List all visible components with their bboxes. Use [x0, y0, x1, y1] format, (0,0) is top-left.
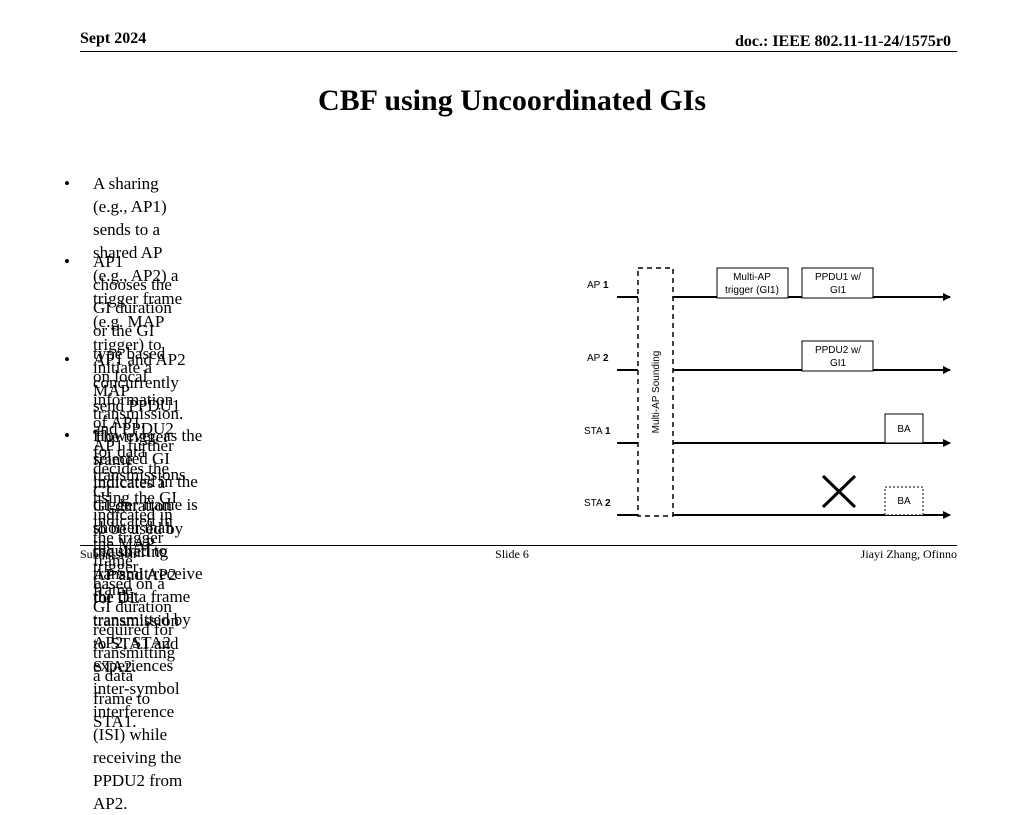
- bullet-line: AP1 chooses the GI duration or the GI ty…: [93, 252, 172, 386]
- bullet-3: • AP1 and AP2 concurrently send PPDU1 an…: [64, 348, 186, 601]
- slide-title: CBF using Uncoordinated GIs: [317, 84, 707, 117]
- bullet-line: transmitted by AP2, STA2 experiences int…: [93, 610, 191, 698]
- bullet-line: AP1 and AP2 concurrently send PPDU1 and …: [93, 350, 186, 461]
- header-date: Sept 2024: [80, 30, 147, 47]
- footer-divider: [80, 545, 957, 546]
- footer-slide-number: Slide 6: [495, 547, 529, 561]
- bullet-line: information of AP1. AP1 further decides …: [93, 390, 174, 524]
- ppdu1-label-1: PPDU1 w/: [815, 272, 861, 283]
- bullet-line: A sharing (e.g., AP1) sends to a shared …: [93, 174, 183, 400]
- trigger-frame-label-1: Multi-AP: [733, 272, 771, 283]
- footer-author: Jiayi Zhang, Ofinno: [860, 547, 957, 561]
- bullet-line: However, as the selected GI indicated in…: [93, 426, 203, 514]
- header-doc-id: doc.: IEEE 802.11-11-24/1575r0: [734, 33, 951, 50]
- ba-sta2-box: [884, 486, 924, 516]
- ba-sta1-label: BA: [897, 424, 911, 435]
- bullet-marker: •: [64, 426, 70, 445]
- bullet-line: transmissions using the GI indicated in …: [93, 465, 186, 576]
- trigger-frame-box: [716, 267, 789, 299]
- ppdu2-box: [801, 340, 874, 372]
- sounding-box: [637, 267, 674, 517]
- ppdu2-label-1: PPDU2 w/: [815, 345, 861, 356]
- ba-sta2-label: BA: [897, 496, 911, 507]
- trigger-frame-label-2: trigger (GI1): [725, 285, 779, 296]
- bullet-line: interference (ISI) while receiving the P…: [93, 702, 183, 813]
- footer-submission: Submission: [80, 547, 137, 561]
- ba-sta1-box: [884, 413, 924, 444]
- bullet-marker: •: [64, 350, 70, 369]
- error-cross-icon: [821, 474, 857, 509]
- ppdu1-box: [801, 267, 874, 299]
- bullet-marker: •: [64, 174, 70, 193]
- row-label-ap2: AP 2: [587, 353, 609, 364]
- timing-diagram: AP 1 AP 2 STA 1 STA 2 Multi-AP Sounding …: [584, 267, 951, 519]
- row-label-sta1: STA 1: [584, 426, 611, 437]
- ppdu1-label-2: GI1: [830, 285, 847, 296]
- row-label-sta2: STA 2: [584, 498, 611, 509]
- row-label-ap1: AP 1: [587, 280, 609, 291]
- ppdu2-label-2: GI1: [830, 358, 847, 369]
- sounding-label: Multi-AP Sounding: [651, 351, 662, 434]
- bullet-marker: •: [64, 252, 70, 271]
- header-divider: [80, 51, 957, 52]
